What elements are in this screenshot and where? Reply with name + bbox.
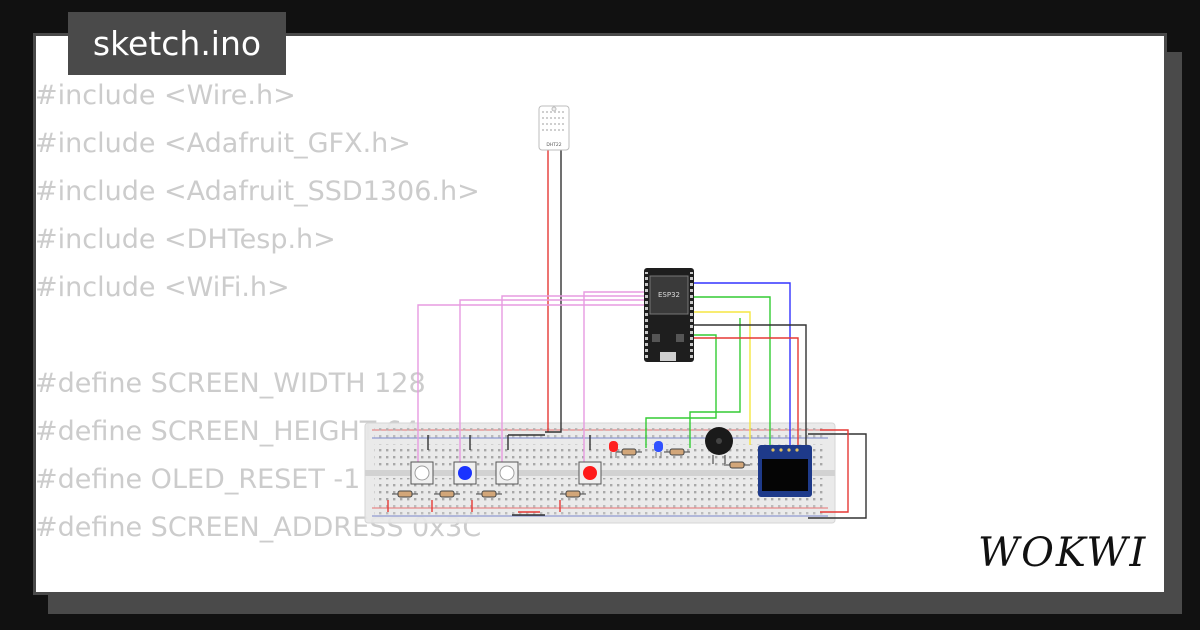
push-button-1[interactable] (410, 461, 434, 485)
esp32-board[interactable]: ESP32 (644, 268, 694, 362)
code-line: #define OLED_RESET -1 (35, 464, 361, 495)
wires (387, 150, 867, 519)
code-line: #include <Adafruit_SSD1306.h> (35, 176, 480, 207)
breadboard-rail-top (374, 427, 824, 441)
push-button-2[interactable] (453, 461, 477, 485)
code-line: #define SCREEN_WIDTH 128 (35, 368, 426, 399)
wokwi-logo: WOKWI (978, 530, 1147, 576)
code-line: #include <DHTesp.h> (35, 224, 336, 255)
oled-display[interactable] (758, 445, 812, 497)
resistors (392, 448, 750, 498)
dht22-sensor[interactable]: DHT22 (538, 105, 570, 151)
push-button-3[interactable] (495, 461, 519, 485)
buzzer[interactable] (705, 427, 733, 464)
push-button-4[interactable] (578, 461, 602, 485)
dht22-label: DHT22 (546, 142, 561, 148)
led-red[interactable] (609, 441, 618, 458)
breadboard-rail-bottom (374, 505, 824, 519)
wokwi-logo-text: WOKWI (978, 530, 1147, 576)
code-line: #include <Wire.h> (35, 80, 296, 111)
esp32-label: ESP32 (658, 291, 680, 299)
code-line: #include <WiFi.h> (35, 272, 290, 303)
led-blue[interactable] (654, 441, 663, 458)
sketch-title-tab[interactable]: sketch.ino (68, 12, 286, 75)
code-editor[interactable]: #include <Wire.h> #include <Adafruit_GFX.… (35, 72, 481, 552)
code-line: #define SCREEN_HEIGHT 64 (35, 416, 420, 447)
code-line: #include <Adafruit_GFX.h> (35, 128, 411, 159)
